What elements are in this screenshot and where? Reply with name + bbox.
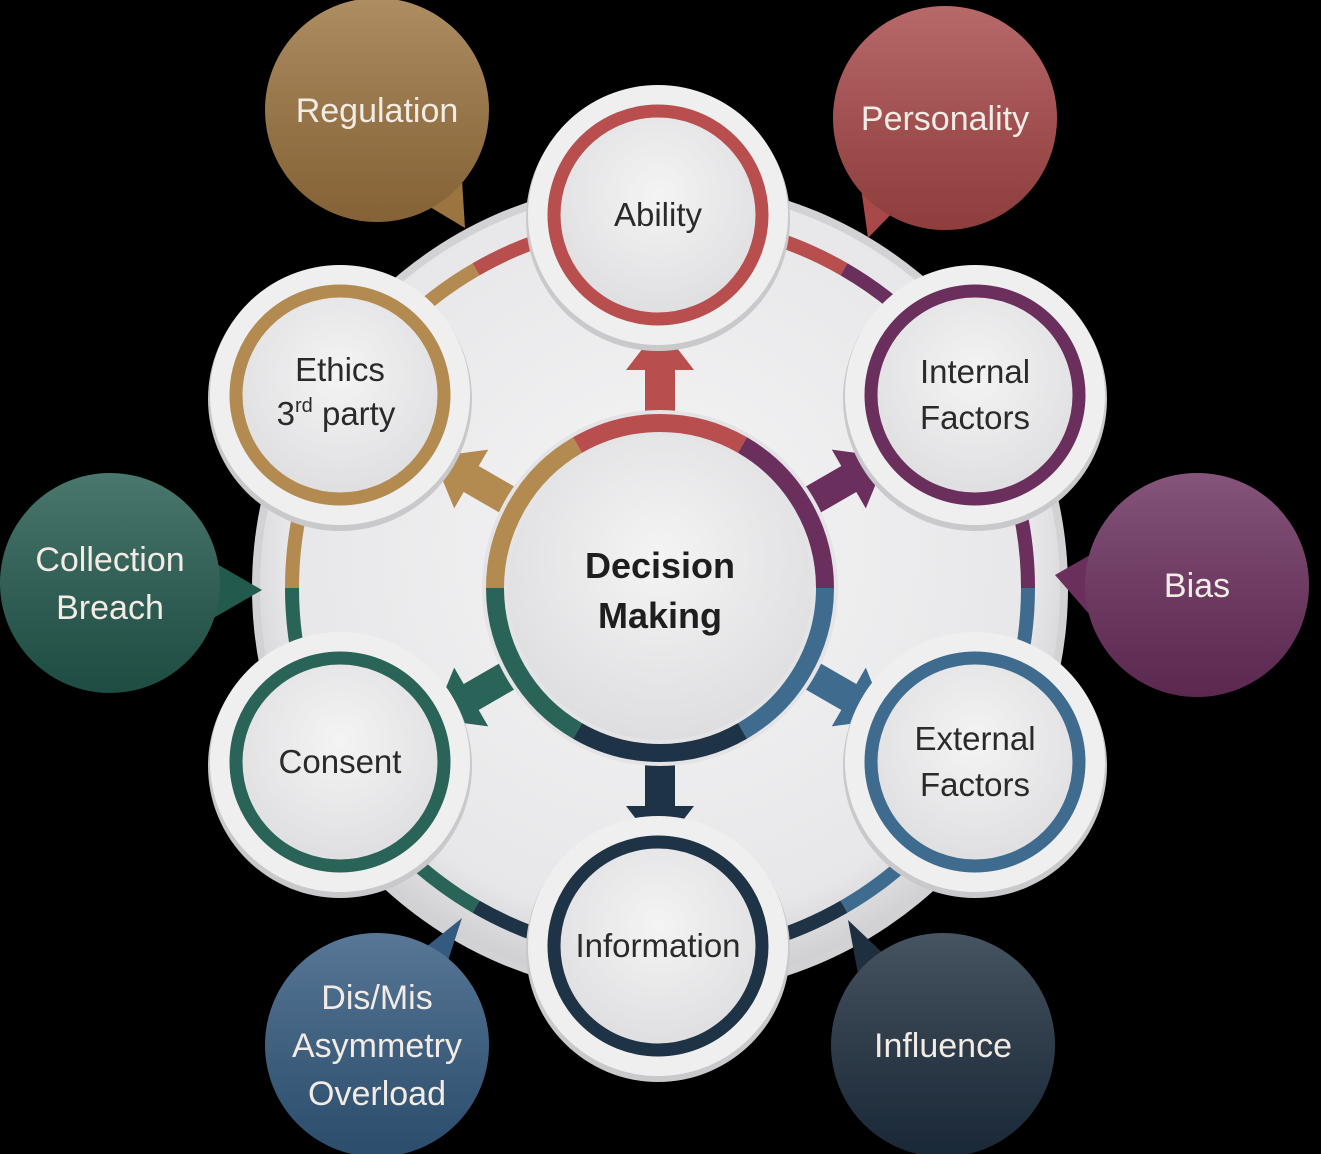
bubble-tail [210,560,262,620]
node-label-line: Internal [920,353,1030,390]
node-label-line: 3rd party [277,395,396,432]
bubble-label-line: Overload [308,1075,446,1113]
bubble-gloss [0,473,220,693]
bubble-regulation: Regulation [265,0,489,228]
center-title-line1: Decision [585,545,735,586]
bubble-personality: Personality [833,6,1057,238]
bubble-gloss [265,933,489,1154]
node-ring [864,284,1086,506]
center-hub-face [508,436,812,740]
bubble-bias: Bias [1055,473,1309,697]
bubble-influence: Influence [831,920,1055,1154]
bubble-gloss [831,933,1055,1154]
node-label-line: Factors [920,766,1030,803]
bubble-label-line: Personality [861,100,1029,138]
center-ring-segment-information [573,723,747,762]
center-hub-ring [486,414,834,762]
node-label-line: Information [575,927,740,964]
node-label-line: Factors [920,399,1030,436]
node-ring [864,651,1086,873]
center-title-line2: Making [598,595,722,636]
center-ring-segment-internal-factors [737,437,834,589]
node-label-line: Ethics [295,351,385,388]
bubble-label-line: Asymmetry [292,1027,462,1065]
bubble-label-line: Influence [874,1027,1012,1065]
bubble-label-line: Dis/Mis [321,979,432,1017]
node-label-line: Ability [614,196,703,233]
bubble-gloss [1085,473,1309,697]
bubble-label-line: Breach [56,589,164,627]
node-ring [229,284,451,506]
nodes-group: AbilityInternalFactorsExternalFactorsInf… [208,85,1107,1082]
node-label-line: External [914,720,1035,757]
center-ring-segment-external-factors [737,587,834,739]
center-ring-segment-consent [486,587,583,739]
arrow-ethics-3rd-party [433,449,521,516]
bubble-gloss [833,6,1057,230]
bubble-tail [1055,555,1090,615]
node-ability: Ability [526,85,790,351]
node-information: Information [526,816,790,1082]
center-hub: Decision Making [482,410,838,766]
node-label-line: Consent [279,743,402,780]
bubble-gloss [265,0,489,222]
center-ring-segment-ability [573,414,747,453]
node-ring [229,651,451,873]
center-ring-segment-ethics-3rd-party [486,437,583,589]
node-label-number: 3 [277,395,295,432]
bubble-label-line: Bias [1164,567,1230,605]
node-label-superscript: rd [295,395,313,417]
bubble-label-line: Regulation [296,92,459,130]
node-ring [547,104,769,326]
bubble-label-line: Collection [35,541,184,579]
node-ring [547,835,769,1057]
node-consent: Consent [208,632,472,898]
node-label-suffix: party [313,395,396,432]
